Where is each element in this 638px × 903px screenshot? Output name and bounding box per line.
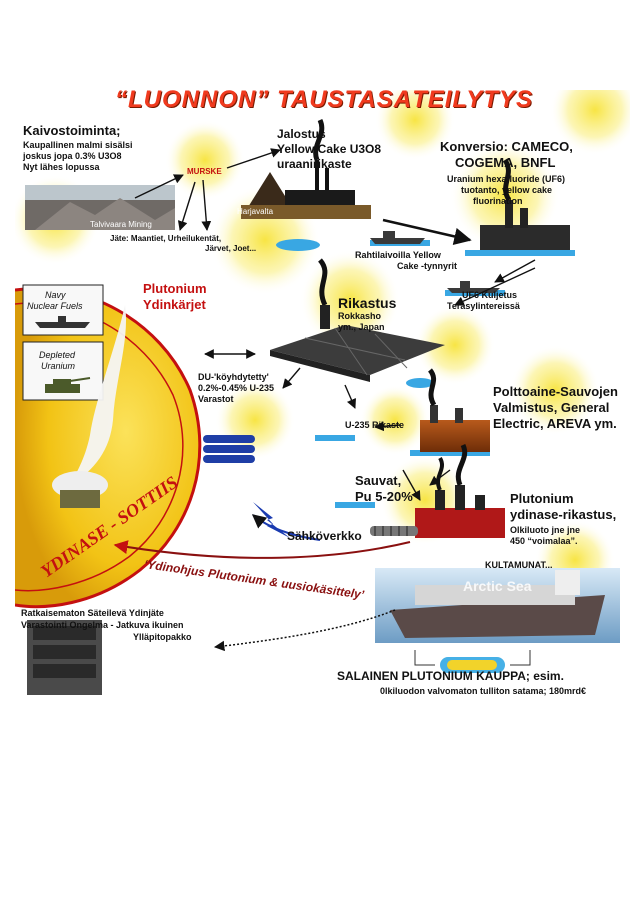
mining-heading: Kaivostoiminta;: [23, 124, 121, 139]
pu-rikastus-line1: Plutonium: [510, 492, 574, 507]
mining-line1: Kaupallinen malmi sisälsi: [23, 140, 133, 150]
jalostus-line2: Yellow Cake U3O8: [277, 143, 381, 157]
harjavalta-label: Harjavalta: [237, 207, 273, 216]
du-line1: DU-'köyhdytetty': [198, 372, 269, 382]
ratkaisematon-line1: Ratkaisematon Säteilevä Ydinjäte: [21, 608, 164, 618]
u235-label: U-235 Rikaste: [345, 420, 404, 430]
sahkoverkko-label: Sähköverkko: [287, 530, 362, 544]
waste-storage: [27, 620, 102, 695]
navy-line2: Nuclear Fuels: [27, 301, 83, 311]
waste-arrow: [215, 610, 395, 647]
polttoaine-line2: Valmistus, General: [493, 401, 609, 416]
pu-rikastus-line2: ydinase-rikastus,: [510, 508, 616, 523]
pu-ydinkarjet-line2: Ydinkärjet: [143, 298, 206, 313]
polttoaine-line1: Polttoaine-Sauvojen: [493, 385, 618, 400]
salainen-line1: SALAINEN PLUTONIUM KAUPPA; esim.: [337, 670, 564, 684]
diagram-canvas: “LUONNON” TAUSTASÄTEILYTYS Kaivostoimint…: [15, 90, 630, 700]
jalostus-line1: Jalostus: [277, 128, 326, 142]
rikastus-line3: ym., Japan: [338, 322, 385, 332]
page-title: “LUONNON” TAUSTASÄTEILYTYS: [115, 90, 533, 114]
sun-emblem: [15, 288, 200, 606]
navy-line1: Navy: [45, 290, 66, 300]
jalostus-line3: uraanirikaste: [277, 158, 352, 172]
rahti-line2: Cake -tynnyrit: [397, 261, 457, 271]
jate-line2: Järvet, Joet...: [205, 244, 256, 253]
sauvat-line2: Pu 5-20%: [355, 490, 413, 505]
rikastus-line2: Rokkasho: [338, 311, 381, 321]
uf6-line2: Teräsylintereissä: [447, 301, 520, 311]
depleted-line1: Depleted: [39, 350, 75, 360]
jate-line1: Jäte: Maantiet, Urheilukentät,: [110, 234, 221, 243]
du-cylinders: [203, 435, 255, 463]
konversio-line4: tuotanto, yellow cake: [461, 185, 552, 195]
sauvat-line1: Sauvat,: [355, 474, 401, 489]
konversio-line2: COGEMA, BNFL: [455, 156, 555, 171]
konversio-line5: fluorination: [473, 196, 523, 206]
du-line2: 0.2%-0.45% U-235: [198, 383, 274, 393]
ratkaisematon-line3: Ylläpitopakko: [133, 632, 192, 642]
rahti-line1: Rahtilaivoilla Yellow: [355, 250, 441, 260]
salainen-line2: 0lkiluodon valvomaton tulliton satama; 1…: [380, 686, 586, 696]
mining-line2: joskus jopa 0.3% U3O8: [23, 151, 122, 161]
mining-line3: Nyt lähes lopussa: [23, 162, 100, 172]
power-coil: [370, 526, 418, 536]
konversio-line1: Konversio: CAMECO,: [440, 140, 573, 155]
murske-label: MURSKE: [187, 167, 222, 176]
uf6-line1: UF6 Kuljetus: [462, 290, 517, 300]
pu-rikastus-line3: Olkiluoto jne jne: [510, 525, 580, 535]
ship-label: Arctic Sea: [463, 578, 531, 594]
polttoaine-line3: Electric, AREVA ym.: [493, 417, 617, 432]
ratkaisematon-line2: Varastointi Ongelma - Jatkuva ikuinen: [21, 620, 184, 630]
konversio-line3: Uranium hexafluoride (UF6): [447, 174, 565, 184]
depleted-line2: Uranium: [41, 361, 75, 371]
du-line3: Varastot: [198, 394, 234, 404]
rikastus-line1: Rikastus: [338, 295, 396, 311]
pu-ydinkarjet-line1: Plutonium: [143, 282, 207, 297]
kultamunat-label: KULTAMUNAT...: [485, 560, 553, 570]
pu-rikastus-line4: 450 “voimalaa”.: [510, 536, 578, 546]
mining-photo-label: Talvivaara Mining: [90, 220, 152, 229]
